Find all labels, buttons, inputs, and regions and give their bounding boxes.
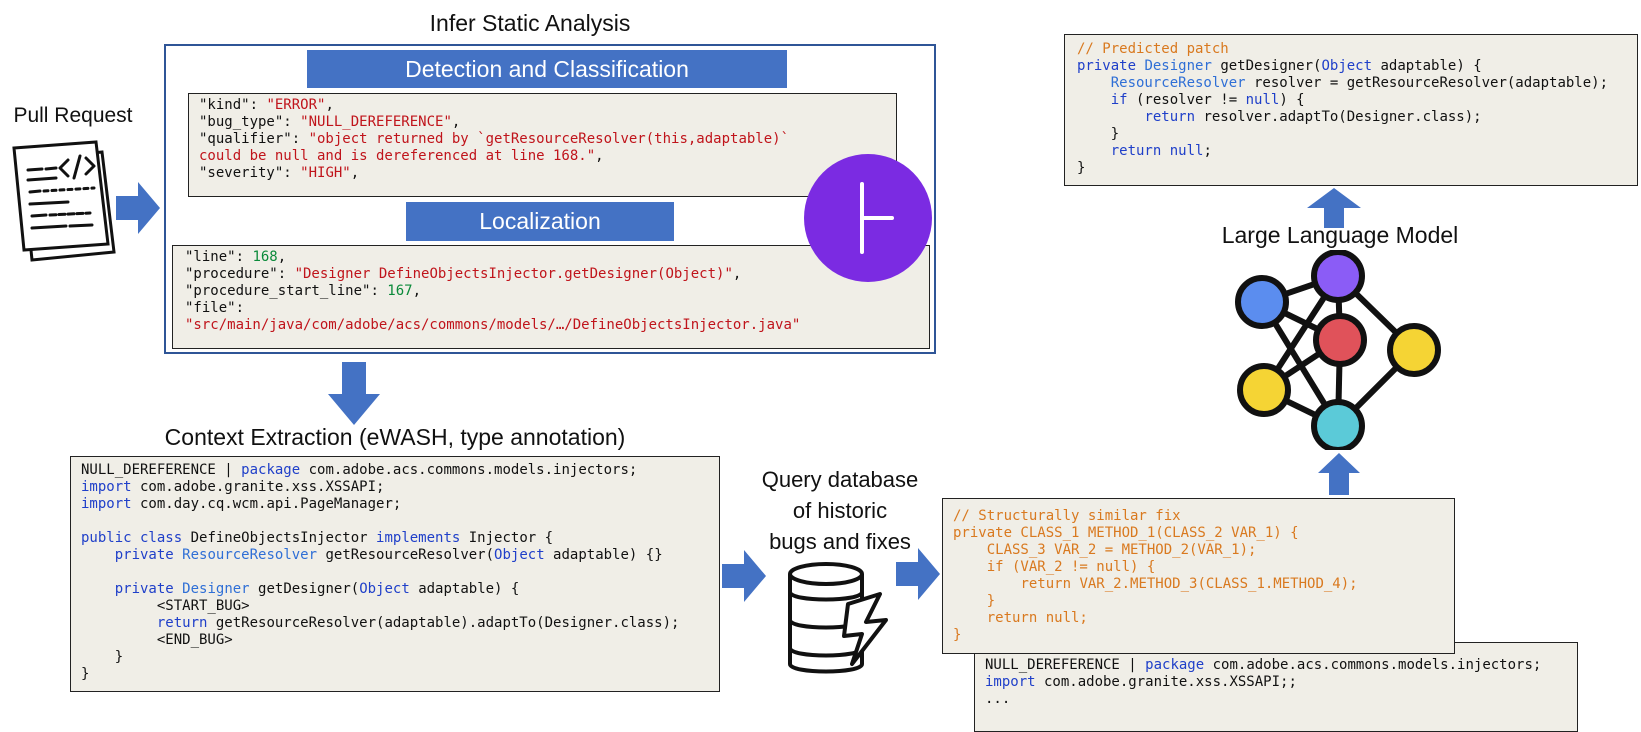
localization-code: "line": 168, "procedure": "Designer Defi… (185, 249, 801, 333)
query-title-line3: bugs and fixes (769, 529, 911, 554)
detection-banner: Detection and Classification (307, 50, 787, 88)
arrow-right-1 (116, 182, 160, 234)
arrow-up-1 (1318, 453, 1360, 495)
arrow-up-2 (1307, 188, 1361, 228)
arrow-right-3 (896, 548, 940, 600)
context-extraction-title: Context Extraction (eWASH, type annotati… (164, 424, 626, 450)
retrieved-context-box: NULL_DEREFERENCE | package com.adobe.acs… (974, 642, 1578, 732)
nn-node-cyan (1311, 399, 1365, 450)
infer-frame (164, 44, 936, 354)
similar-fix-box: // Structurally similar fix private CLAS… (942, 498, 1455, 654)
context-code: NULL_DEREFERENCE | package com.adobe.acs… (81, 462, 680, 682)
database-icon (788, 562, 888, 674)
nn-node-blue (1235, 275, 1289, 329)
neural-network-icon (1235, 250, 1441, 450)
infer-logo-badge (804, 154, 932, 282)
predicted-patch-code: // Predicted patch private Designer getD… (1077, 41, 1609, 176)
retrieved-context-code: NULL_DEREFERENCE | package com.adobe.acs… (985, 657, 1542, 707)
nn-node-red (1313, 313, 1367, 367)
pull-request-title: Pull Request (13, 104, 133, 127)
document-code-icon (12, 140, 116, 262)
detection-code: "kind": "ERROR", "bug_type": "NULL_DEREF… (199, 97, 790, 181)
localization-code-box: "line": 168, "procedure": "Designer Defi… (172, 245, 930, 349)
predicted-patch-box: // Predicted patch private Designer getD… (1064, 34, 1638, 186)
context-code-box: NULL_DEREFERENCE | package com.adobe.acs… (70, 456, 720, 692)
infer-title: Infer Static Analysis (429, 10, 631, 36)
arrow-right-2 (722, 550, 766, 602)
nn-node-yellow-right (1387, 323, 1441, 377)
nn-node-yellow-left (1237, 363, 1291, 417)
query-title-line1: Query database (761, 467, 919, 492)
similar-fix-code: // Structurally similar fix private CLAS… (953, 508, 1358, 643)
nn-node-purple (1311, 250, 1365, 303)
query-database-title: Query database of historic bugs and fixe… (730, 464, 950, 557)
query-title-line2: of historic (792, 498, 888, 523)
detection-code-box: "kind": "ERROR", "bug_type": "NULL_DEREF… (188, 93, 897, 197)
infer-logo-icon (860, 182, 894, 254)
localization-banner: Localization (406, 202, 674, 241)
arrow-down-1 (328, 362, 380, 425)
